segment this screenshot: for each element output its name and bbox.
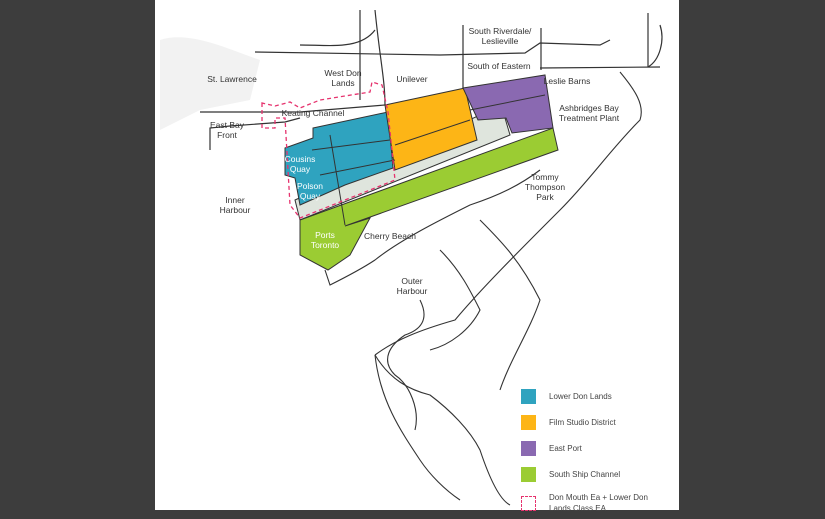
legend-label: Film Studio District: [549, 417, 616, 427]
legend-item: South Ship Channel: [521, 461, 659, 487]
label-leslie-barns: Leslie Barns: [543, 76, 591, 86]
legend-item: Lower Don Lands: [521, 383, 659, 409]
legend-label: Don Mouth Ea + Lower Don Lands Class EA: [549, 493, 648, 513]
class-ea-boundary: [261, 81, 396, 219]
label-east-bay-front: East Bay Front: [209, 120, 245, 140]
map-legend: Lower Don Lands Film Studio District Eas…: [521, 383, 659, 519]
label-st-lawrence: St. Lawrence: [207, 74, 257, 84]
label-south-of-eastern: South of Eastern: [467, 61, 531, 71]
swatch-lower-don-lands: [521, 388, 536, 404]
streets: [200, 9, 663, 150]
label-unilever: Unilever: [396, 74, 428, 84]
swatch-east-port: [521, 440, 536, 456]
label-inner-harbour: Inner Harbour: [219, 195, 251, 215]
label-polson-quay: Polson Quay: [297, 181, 323, 201]
label-cousins-quay: Cousins Quay: [284, 154, 316, 174]
label-cherry-beach: Cherry Beach: [364, 231, 416, 241]
legend-item: Film Studio District: [521, 409, 659, 435]
south-ship-channel-region: [299, 127, 559, 271]
label-south-riverdale: South Riverdale/ Leslieville: [468, 26, 532, 46]
legend-label: East Port: [549, 443, 582, 453]
east-port-region: [462, 74, 554, 134]
legend-item: Don Mouth Ea + Lower Don Lands Class EA: [521, 487, 659, 519]
label-ashbridges: Ashbridges Bay Treatment Plant: [558, 103, 620, 123]
swatch-class-ea-boundary: [521, 495, 536, 511]
label-outer-harbour: Outer Harbour: [396, 276, 428, 296]
legend-item: East Port: [521, 435, 659, 461]
swatch-south-ship-channel: [521, 466, 536, 482]
label-west-don-lands: West Don Lands: [324, 68, 362, 88]
legend-label: Lower Don Lands: [549, 391, 612, 401]
land-shading: [160, 37, 260, 130]
label-ports-toronto: Ports Toronto: [310, 230, 340, 250]
legend-label: South Ship Channel: [549, 469, 621, 479]
label-tommy-thompson: Tommy Thompson Park: [524, 172, 566, 202]
label-keating-channel: Keating Channel: [281, 108, 345, 118]
swatch-film-studio: [521, 414, 536, 430]
shoreline: [324, 71, 642, 506]
